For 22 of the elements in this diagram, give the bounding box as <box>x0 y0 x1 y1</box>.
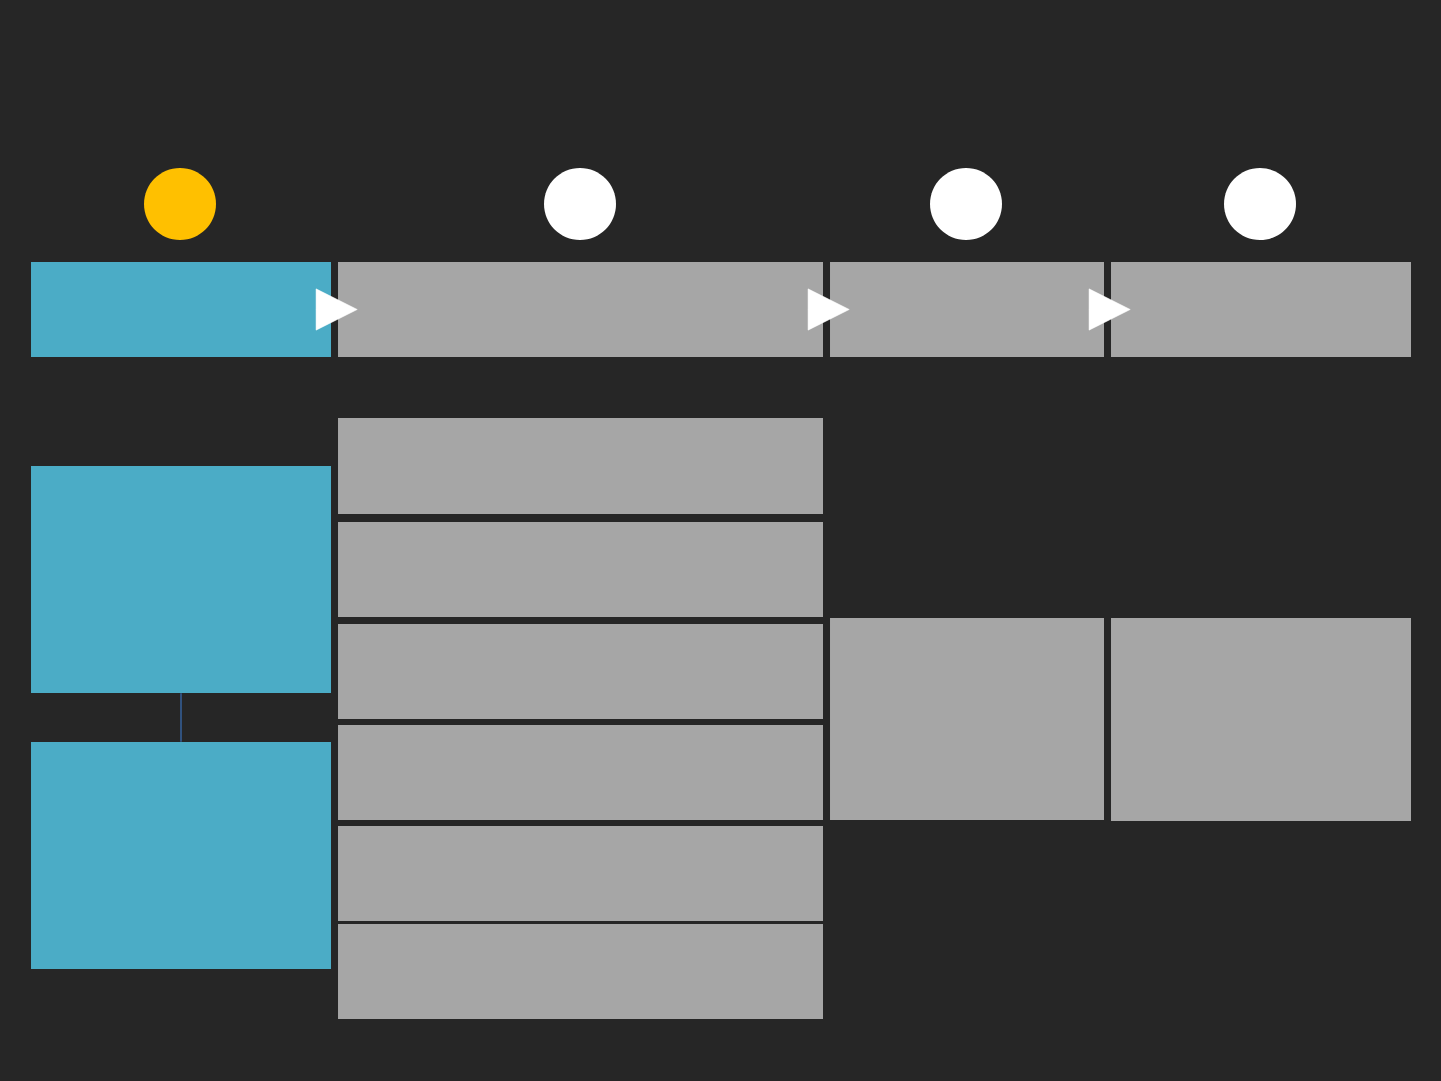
content-box <box>830 618 1104 820</box>
content-box <box>338 522 823 617</box>
content-box <box>338 826 823 921</box>
step-circle <box>930 168 1002 240</box>
content-box <box>1111 618 1411 821</box>
content-box <box>31 466 331 693</box>
content-box <box>31 742 331 969</box>
arrow <box>807 288 850 331</box>
content-box <box>338 418 823 514</box>
stage-box <box>338 262 823 357</box>
stage-box <box>31 262 331 357</box>
content-box <box>338 725 823 820</box>
connector-line <box>180 692 182 743</box>
content-box <box>338 624 823 719</box>
step-circle <box>1224 168 1296 240</box>
step-circle <box>544 168 616 240</box>
content-box <box>338 924 823 1019</box>
stage-box <box>830 262 1104 357</box>
stage-box <box>1111 262 1411 357</box>
step-circle <box>144 168 216 240</box>
arrow <box>1088 288 1131 331</box>
arrow <box>315 288 358 331</box>
